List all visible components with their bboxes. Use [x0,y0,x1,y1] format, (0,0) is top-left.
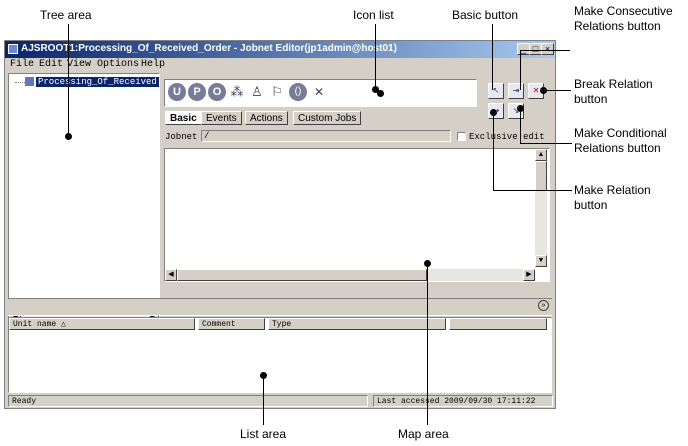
map-vscroll-thumb[interactable] [535,161,547,191]
event-job-icon[interactable]: ⚐ [271,84,283,99]
tab-basic[interactable]: Basic [165,111,202,125]
menu-view[interactable]: View [67,59,92,70]
leader-conditional-h [520,143,572,144]
dot-tree [65,133,72,140]
callout-map-area: Map area [398,427,449,441]
tree-item-processing[interactable]: Processing_Of_Received [36,77,159,87]
jobnet-path-field: / [201,130,451,142]
menu-bar: File Edit View Options Help [5,58,555,72]
menu-options[interactable]: Options [97,59,140,70]
title-bar: AJSROOT1:Processing_Of_Received_Order - … [5,41,555,58]
callout-break-relation: Break Relation button [574,77,653,106]
close-button[interactable]: × [541,43,554,55]
make-consecutive-relations-button[interactable]: ⇥ [508,83,524,99]
dot-map [424,260,431,267]
map-hscrollbar[interactable]: ◀ ▶ [165,269,535,281]
leader-conditional-v [520,108,521,144]
dot-conditional [517,105,524,112]
callout-make-relation: Make Relation button [574,183,651,212]
leader-break [545,90,571,91]
map-vscrollbar[interactable]: ▲ ▼ [535,149,547,267]
jobnet-label: Jobnet [165,132,198,142]
judgment-job-icon[interactable]: () [289,83,307,101]
app-icon [8,44,18,54]
status-last-accessed: Last accessed 2009/09/30 17:11:22 [373,395,553,407]
window-title: AJSROOT1:Processing_Of_Received_Order - … [21,43,397,54]
callout-make-conditional: Make Conditional Relations button [574,126,667,155]
exclusive-edit-checkbox[interactable] [457,132,466,141]
leader-map [427,264,428,425]
column-type[interactable]: Type [268,318,446,330]
jobnet-editor-window: AJSROOT1:Processing_Of_Received_Order - … [4,40,556,409]
flag-job-icon[interactable]: ✕ [313,85,325,99]
map-scroll-left-arrow[interactable]: ◀ [165,269,177,281]
map-hscroll-thumb[interactable] [177,269,427,281]
column-comment[interactable]: Comment [198,318,265,330]
dot-list [260,372,267,379]
menu-edit[interactable]: Edit [39,59,64,70]
menu-file[interactable]: File [10,59,35,70]
collapse-chevron-icon[interactable]: » [538,300,549,311]
leader-relation-v [493,112,494,191]
tab-events[interactable]: Events [201,111,242,125]
dot-relation [490,109,497,116]
custom-job-icon[interactable]: ⁂ [230,84,244,99]
leader-relation-h [493,190,572,191]
p-unit-icon[interactable]: P [188,83,206,101]
dot-break [540,87,547,94]
leader-consecutive-v [520,50,521,90]
callout-list-area: List area [240,427,287,441]
leader-list [263,376,264,425]
exclusive-edit-label: Exclusive edit [469,132,545,142]
leader-tree [68,24,69,134]
map-scroll-right-arrow[interactable]: ▶ [523,269,535,281]
column-empty [449,318,547,330]
leader-basic [492,24,493,90]
tree-area: Processing_Of_Received ◀ ▶ [8,73,160,325]
tab-custom-jobs[interactable]: Custom Jobs [293,111,362,125]
status-ready: Ready [8,395,368,407]
scroll-up-arrow[interactable]: ▲ [535,149,547,161]
receive-job-icon[interactable]: ♙ [251,84,263,99]
u-unit-icon[interactable]: U [168,83,186,101]
tab-actions[interactable]: Actions [245,111,288,125]
jobnet-node-icon [25,77,34,86]
map-area[interactable]: ▲ ▼ ◀ ▶ [164,148,550,282]
column-unit-name[interactable]: Unit name △ [9,318,195,330]
callout-make-consecutive: Make Consecutive Relations button [574,4,673,33]
menu-help[interactable]: Help [141,59,166,70]
dot-icon-list [372,86,379,93]
callout-icon-list: Icon list [353,8,394,22]
tree-connector [15,82,25,83]
o-unit-icon[interactable]: O [208,83,226,101]
icon-list: U P O ⁂ ♙ ⚐ () ✕ [164,79,477,107]
callout-basic-button: Basic button [452,8,519,22]
leader-consecutive-h [520,50,570,51]
callout-tree-area: Tree area [40,8,92,22]
leader-icon-list [375,24,376,88]
scroll-down-arrow[interactable]: ▼ [535,255,547,267]
panel-splitter[interactable] [8,298,552,316]
icon-list-pointer [377,90,384,97]
basic-button[interactable]: ↖ [488,83,504,99]
